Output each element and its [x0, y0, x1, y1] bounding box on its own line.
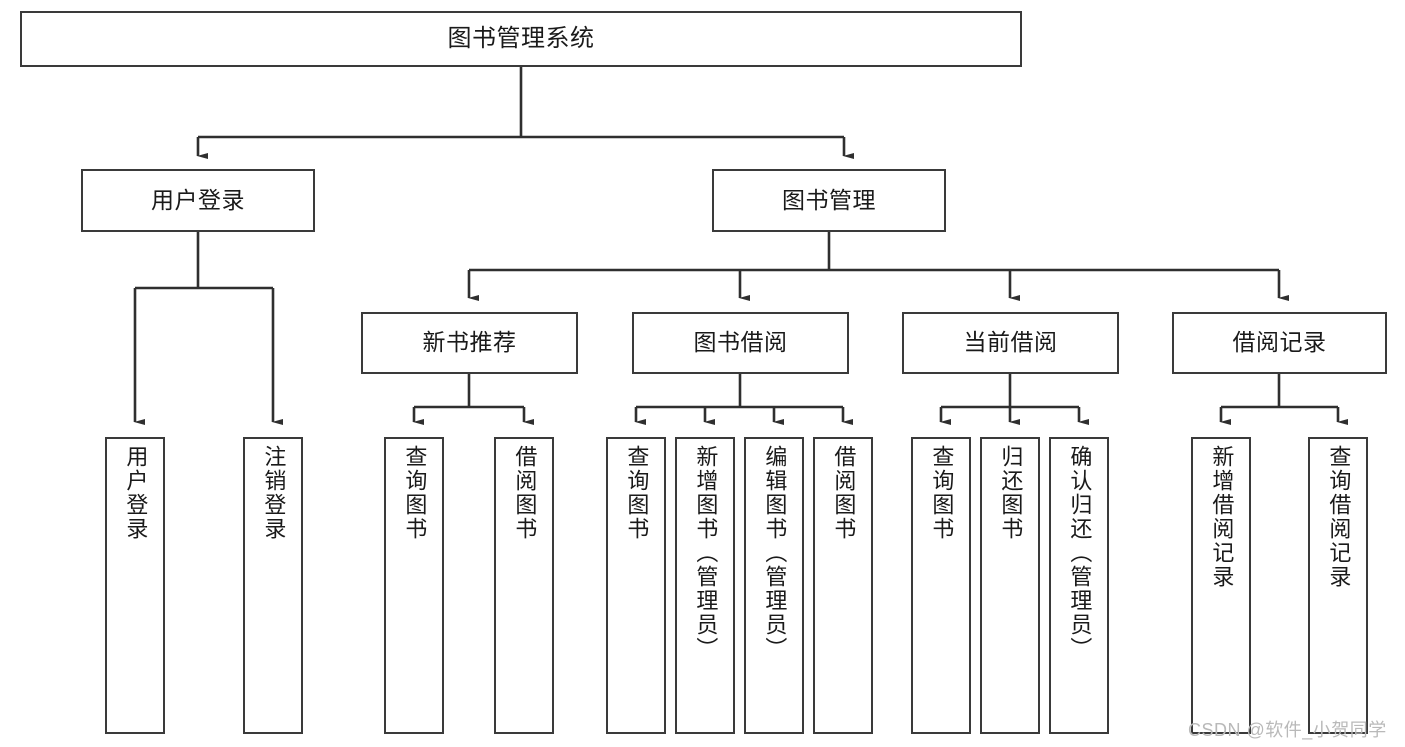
node-label: 图书借阅	[693, 329, 788, 356]
leaf-add-book[interactable]: 新增图书（管理员）	[675, 437, 735, 734]
node-label: 确认归还（管理员）	[1067, 445, 1093, 661]
leaf-confirm-return[interactable]: 确认归还（管理员）	[1049, 437, 1109, 734]
node-label: 查询图书	[402, 445, 428, 541]
leaf-user-login[interactable]: 用户登录	[105, 437, 165, 734]
node-label: 图书管理系统	[447, 24, 595, 52]
node-book-management[interactable]: 图书管理	[712, 169, 946, 232]
node-label: 编辑图书（管理员）	[762, 445, 788, 661]
node-label: 借阅图书	[512, 445, 538, 541]
node-label: 新增借阅记录	[1209, 445, 1235, 589]
node-label: 图书管理	[782, 186, 876, 213]
leaf-edit-book[interactable]: 编辑图书（管理员）	[744, 437, 804, 734]
leaf-logout-login[interactable]: 注销登录	[243, 437, 303, 734]
leaf-query-book-2[interactable]: 查询图书	[606, 437, 666, 734]
node-user-login[interactable]: 用户登录	[81, 169, 315, 232]
node-label: 用户登录	[123, 445, 149, 541]
leaf-query-book-3[interactable]: 查询图书	[911, 437, 971, 734]
node-current-borrow[interactable]: 当前借阅	[902, 312, 1119, 374]
node-label: 查询图书	[929, 445, 955, 541]
leaf-query-record[interactable]: 查询借阅记录	[1308, 437, 1368, 734]
node-label: 借阅图书	[831, 445, 857, 541]
node-label: 归还图书	[998, 445, 1024, 541]
leaf-borrow-book-2[interactable]: 借阅图书	[813, 437, 873, 734]
leaf-add-record[interactable]: 新增借阅记录	[1191, 437, 1251, 734]
node-label: 查询图书	[624, 445, 650, 541]
node-label: 借阅记录	[1232, 329, 1327, 356]
watermark-csdn: CSDN @软件_小贺同学	[1188, 720, 1387, 740]
leaf-borrow-book-1[interactable]: 借阅图书	[494, 437, 554, 734]
node-label: 新书推荐	[422, 329, 517, 356]
node-label: 新增图书（管理员）	[693, 445, 719, 661]
node-root-book-management-system[interactable]: 图书管理系统	[20, 11, 1022, 67]
node-borrow-record[interactable]: 借阅记录	[1172, 312, 1387, 374]
node-book-borrow[interactable]: 图书借阅	[632, 312, 849, 374]
node-label: 当前借阅	[963, 329, 1058, 356]
node-new-book-recommend[interactable]: 新书推荐	[361, 312, 578, 374]
node-label: 注销登录	[261, 445, 287, 541]
leaf-query-book-1[interactable]: 查询图书	[384, 437, 444, 734]
node-label: 用户登录	[151, 186, 245, 213]
node-label: 查询借阅记录	[1326, 445, 1352, 589]
leaf-return-book[interactable]: 归还图书	[980, 437, 1040, 734]
